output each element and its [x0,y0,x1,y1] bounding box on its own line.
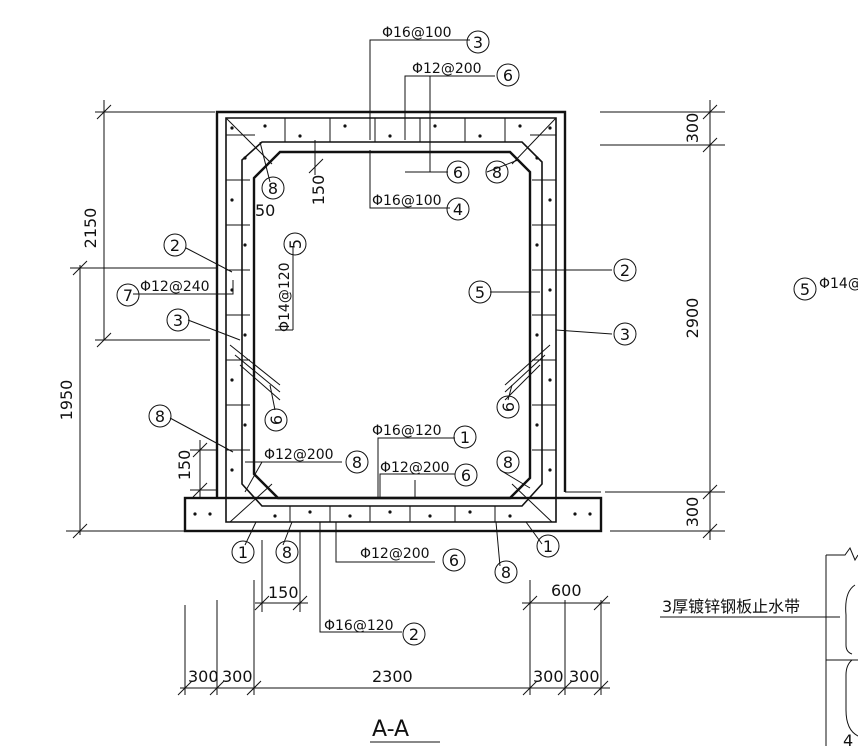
dim-150-haunch-left: 150 [175,450,194,481]
waterstop-detail [660,546,858,746]
partial-digit: 4 [843,731,853,746]
mark-2-under: 2 [409,625,419,644]
mark-5-vertical: 5 [286,239,305,249]
mark-5-right: 5 [475,283,485,302]
mark-2-right: 2 [620,261,630,280]
rebar-label: Φ16@120 [324,618,394,634]
rebar-label: Φ12@240 [140,279,210,295]
mark-6-under: 6 [449,551,459,570]
mark-8-under: 8 [501,563,511,582]
dim-300-bottom: 300 [683,497,702,528]
mark-6-bottom: 6 [461,466,471,485]
rebar-label: Φ12@200 [360,546,430,562]
mark-8-bottom-left: 8 [282,543,292,562]
mark-1-bottom-right: 1 [543,537,553,556]
mark-6-inner: 6 [453,163,463,182]
rebar-label: Φ14@120 [277,262,293,332]
dim-1950: 1950 [57,380,76,421]
rebar-label: Φ12@200 [412,61,482,77]
mark-6-right: 6 [499,402,518,412]
dim-600: 600 [551,581,582,600]
mark-6-left: 6 [267,415,286,425]
dim-300-c: 300 [533,667,564,686]
mark-8-left: 8 [155,407,165,426]
waterstop-note: 3厚镀锌钢板止水带 [662,597,800,616]
rebar-label: Φ16@120 [372,423,442,439]
dim-300-top: 300 [683,113,702,144]
dim-150-bottom: 150 [268,583,299,602]
dim-300-d: 300 [569,667,600,686]
mark-circles [116,30,817,646]
mark-3-right: 3 [620,325,630,344]
mark-8-bottom-right: 8 [503,453,513,472]
mark-1-mid: 1 [460,428,470,447]
mark-6-top: 6 [503,66,513,85]
mark-1-bottom-left: 1 [238,543,248,562]
dim-50: 50 [255,201,275,220]
rebar-label: Φ12@200 [380,460,450,476]
dim-150-haunch-top: 150 [309,175,328,206]
mark-5-edge: 5 [800,280,810,299]
mark-3-left: 3 [173,311,183,330]
mark-8-top-right: 8 [492,163,502,182]
dim-300-a: 300 [188,667,219,686]
dim-2150: 2150 [81,208,100,249]
dimension-lines [66,100,725,743]
stirrup-ties [193,117,592,523]
culvert-outline [183,110,603,533]
rebar-label: Φ16@100 [382,25,452,41]
dim-300-b: 300 [222,667,253,686]
mark-3-top: 3 [473,33,483,52]
mark-4: 4 [453,200,463,219]
rebar-label: Φ12@200 [264,447,334,463]
mark-numbers: 3 6 6 8 4 8 2 5 7 3 6 8 2 5 3 6 1 8 6 8 … [123,33,810,644]
dim-2900: 2900 [683,298,702,339]
leader-lines [133,39,613,633]
mark-8-mid: 8 [352,453,362,472]
section-title: A-A [372,717,409,742]
rebar-label: Φ14@ [819,276,858,292]
mark-8-top-left: 8 [268,179,278,198]
mark-2-left: 2 [170,236,180,255]
mark-7: 7 [123,286,133,305]
dim-2300: 2300 [372,667,413,686]
rebar-labels: Φ16@100 Φ12@200 Φ16@100 Φ12@240 Φ14@120 … [140,25,858,634]
dimension-text: 300 2900 300 2150 1950 150 150 50 300 30… [57,113,702,686]
rebar-label: Φ16@100 [372,193,442,209]
